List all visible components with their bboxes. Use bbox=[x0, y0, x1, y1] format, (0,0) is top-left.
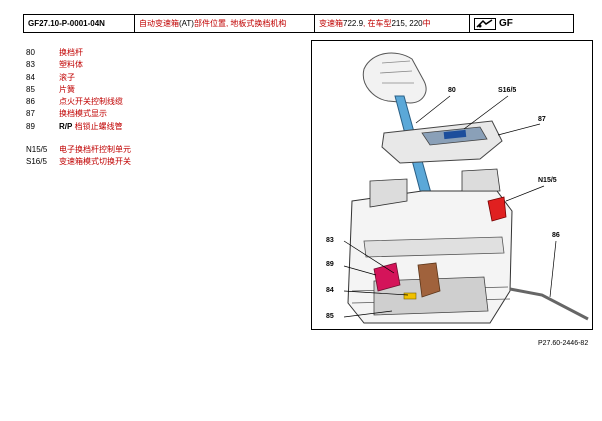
control-unit-connector bbox=[487, 196, 507, 222]
doc-id: GF27.10-P-0001-04N bbox=[24, 15, 135, 32]
callout-84: 84 bbox=[326, 287, 334, 294]
callout-83: 83 bbox=[326, 237, 334, 244]
component-figure: 80 S16/5 87 N15/5 86 83 89 84 85 bbox=[311, 40, 593, 330]
gear-shift-illustration bbox=[343, 52, 589, 324]
roller bbox=[403, 292, 417, 300]
callout-89: 89 bbox=[326, 261, 334, 268]
document-header: GF27.10-P-0001-04N 自动变速箱(AT)部件位置, 地板式换档机… bbox=[23, 14, 574, 33]
callout-80: 80 bbox=[448, 87, 456, 94]
callout-85: 85 bbox=[326, 313, 334, 320]
plastic-body bbox=[417, 262, 441, 298]
callout-86: 86 bbox=[552, 232, 560, 239]
callout-87: 87 bbox=[538, 116, 546, 123]
gf-logo-icon bbox=[474, 17, 496, 30]
shifter-housing bbox=[347, 168, 513, 324]
ignition-cable bbox=[509, 287, 589, 321]
hand-illustration bbox=[362, 52, 427, 104]
callout-n15-5: N15/5 bbox=[538, 177, 557, 184]
doc-title: 自动变速箱(AT)部件位置, 地板式换档机构 bbox=[135, 15, 315, 32]
rp-lock-solenoid bbox=[373, 262, 401, 292]
callout-s16-5: S16/5 bbox=[498, 87, 517, 94]
figure-reference: P27.60-2446-82 bbox=[538, 340, 589, 347]
gearbox-info: 变速箱 722.9, 在车型 215, 220 中 bbox=[315, 15, 470, 32]
leader-lines bbox=[343, 95, 557, 318]
shift-display bbox=[381, 120, 503, 164]
gf-badge: GF bbox=[470, 15, 573, 32]
